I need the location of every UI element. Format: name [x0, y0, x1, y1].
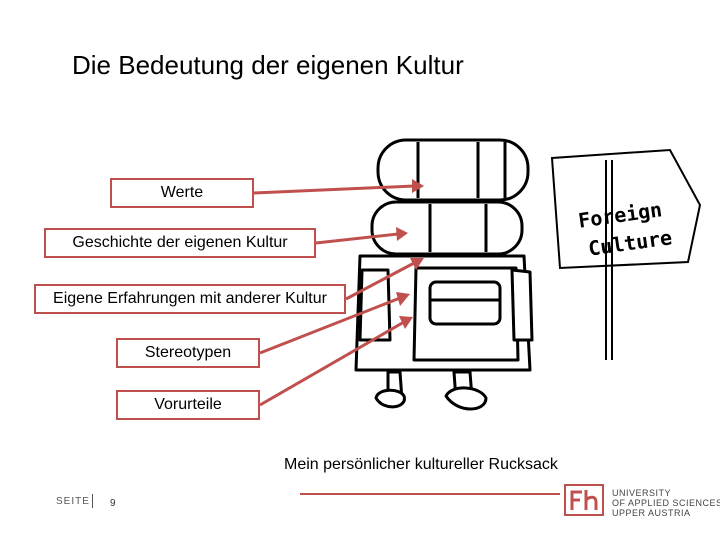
page-title: Die Bedeutung der eigenen Kultur — [72, 50, 464, 80]
logo-line1: UNIVERSITY — [612, 488, 672, 498]
logo-text: UNIVERSITY OF APPLIED SCIENCES UPPER AUS… — [612, 488, 720, 518]
logo-line3: UPPER AUSTRIA — [612, 508, 691, 518]
footer-seite: SEITE — [56, 496, 90, 507]
foreign-culture-sign: Foreign Culture — [550, 148, 702, 360]
page-number: 9 — [110, 498, 116, 509]
label-werte: Werte — [110, 178, 254, 208]
label-stereotypen: Stereotypen — [116, 338, 260, 368]
logo-line2: OF APPLIED SCIENCES — [612, 498, 720, 508]
backpack — [354, 138, 534, 411]
label-geschichte: Geschichte der eigenen Kultur — [44, 228, 316, 258]
label-vorurteile: Vorurteile — [116, 390, 260, 420]
caption: Mein persönlicher kultureller Rucksack — [284, 456, 558, 473]
fh-logo-icon — [564, 484, 604, 516]
label-erfahrungen: Eigene Erfahrungen mit anderer Kultur — [34, 284, 346, 314]
footer-divider — [300, 493, 560, 495]
footer-separator — [92, 494, 93, 508]
label-arrows — [253, 179, 424, 407]
